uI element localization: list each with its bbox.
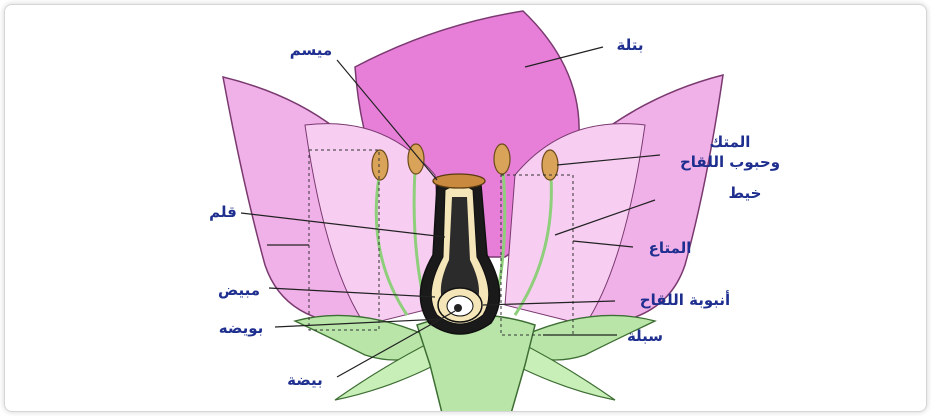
label-style: قلم bbox=[209, 203, 237, 221]
anther-3 bbox=[494, 144, 510, 174]
label-pollen-tube: أنبوبة اللقاح bbox=[640, 290, 730, 309]
label-petal: بتلة bbox=[617, 36, 644, 54]
sepal-left bbox=[295, 315, 425, 360]
label-ovule: بويضه bbox=[219, 319, 264, 337]
label-stamen: المتاع bbox=[649, 239, 692, 257]
stigma-shape bbox=[433, 174, 485, 188]
label-pollen: وحبوب اللقاح bbox=[680, 153, 780, 171]
label-sepal: سبلة bbox=[627, 327, 663, 345]
anther-1 bbox=[372, 150, 388, 180]
label-stigma: ميسم bbox=[290, 41, 332, 59]
egg-cell bbox=[454, 304, 462, 312]
label-ovary: مبيض bbox=[218, 281, 260, 299]
label-filament: خيط bbox=[729, 184, 762, 202]
diagram-frame: ميسم بتلة المتك وحبوب اللقاح خيط المتاع … bbox=[4, 4, 927, 412]
label-anther: المتك bbox=[710, 133, 751, 151]
flower-diagram: ميسم بتلة المتك وحبوب اللقاح خيط المتاع … bbox=[5, 5, 927, 412]
label-egg: بيضة bbox=[287, 371, 323, 389]
